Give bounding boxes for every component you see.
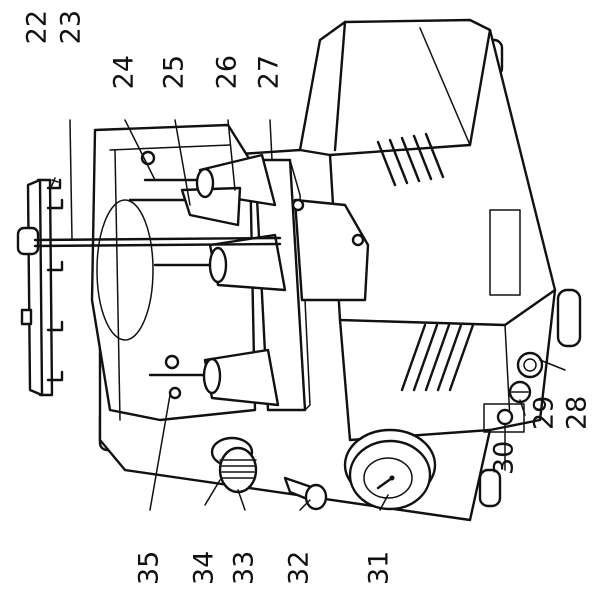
callout-33: 33 xyxy=(229,551,260,585)
callout-24: 24 xyxy=(109,55,140,89)
thread-stand-base xyxy=(253,158,370,412)
callout-32: 32 xyxy=(284,551,315,585)
callout-25: 25 xyxy=(159,55,190,89)
callout-28: 28 xyxy=(562,396,593,430)
callout-27: 27 xyxy=(254,55,285,89)
callout-29: 29 xyxy=(529,396,560,430)
telescopic-thread-guide xyxy=(16,178,282,397)
callout-26: 26 xyxy=(212,55,243,89)
callout-35: 35 xyxy=(134,551,165,585)
callout-22: 22 xyxy=(22,10,53,44)
callout-labels: 22 23 24 25 26 27 28 29 30 31 32 33 34 3… xyxy=(22,10,593,585)
vent-slots-lower xyxy=(400,323,475,392)
label-plate xyxy=(489,209,521,296)
handwheel xyxy=(343,428,437,511)
callout-30: 30 xyxy=(489,441,520,475)
callout-23: 23 xyxy=(56,10,87,44)
vent-slots-upper xyxy=(376,132,445,187)
leader-lines xyxy=(49,119,566,511)
callout-34: 34 xyxy=(189,551,220,585)
cutter-lever xyxy=(283,476,328,511)
side-sockets xyxy=(483,351,544,433)
callout-31: 31 xyxy=(364,551,395,585)
